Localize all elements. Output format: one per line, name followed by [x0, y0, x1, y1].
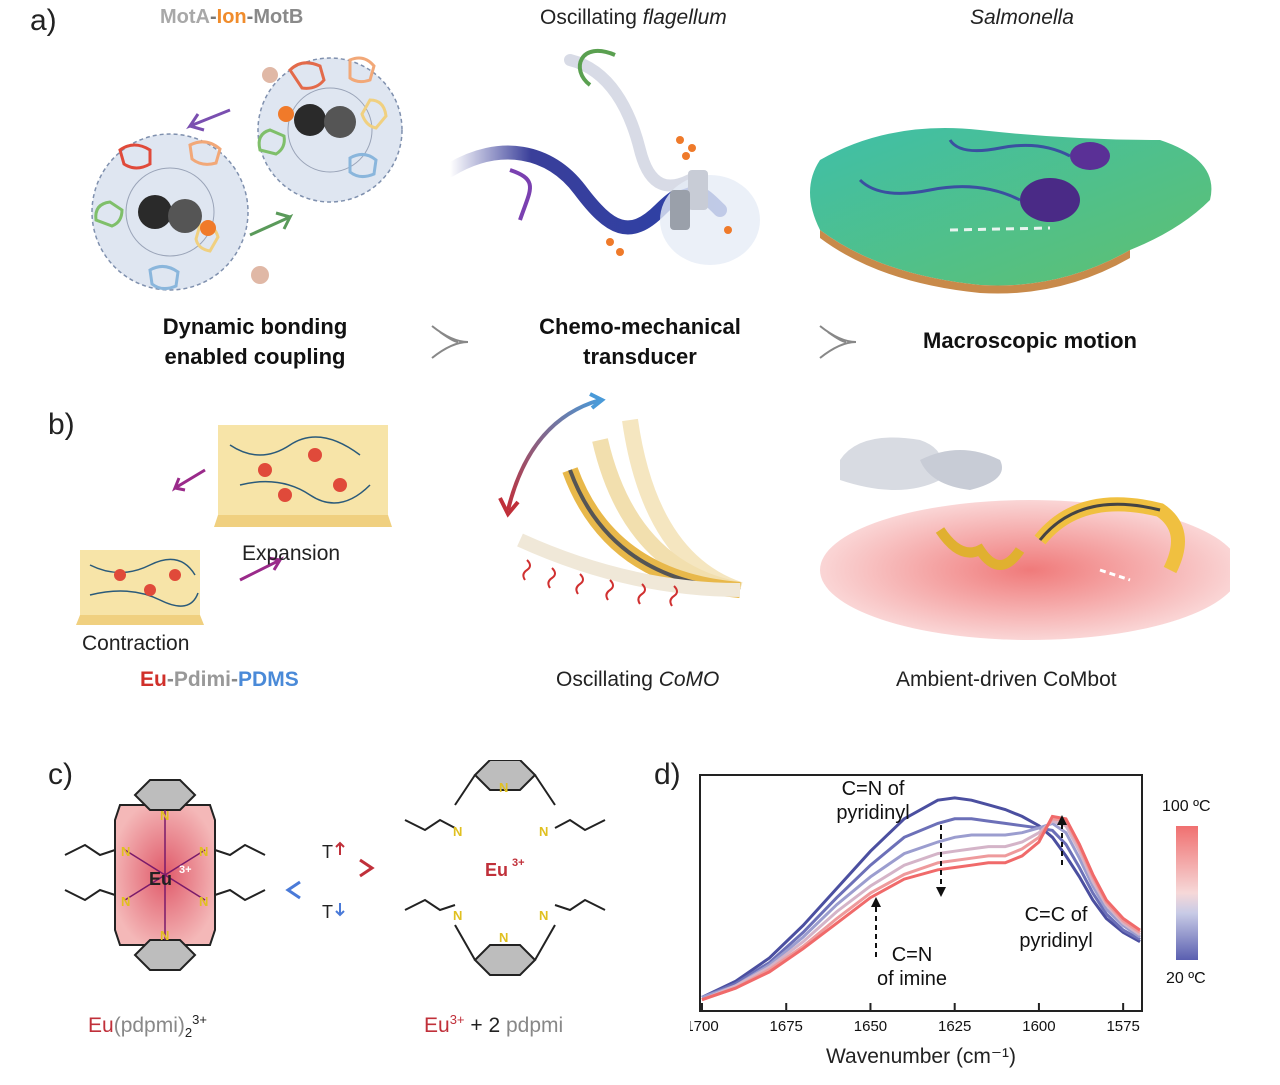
spectrum-line-65c [701, 819, 1141, 1002]
expansion-label: Expansion [242, 542, 341, 565]
flow-arrow-1 [431, 325, 469, 359]
n-atom: N [539, 824, 548, 839]
x-axis-ticks: 1700 1675 1650 1625 1600 1575 [690, 1003, 1140, 1035]
free-ion-formula-caption: Eu3+ + 2 pdpmi [424, 1012, 564, 1037]
complex-center-charge: 3+ [179, 864, 192, 876]
n-atom: N [453, 908, 462, 923]
combot-illustration [820, 437, 1230, 640]
annotation-cc-pyridinyl-2: pyridinyl [1019, 930, 1092, 952]
salmonella-illustration [810, 128, 1212, 294]
exchange-arrow-upper [186, 108, 231, 132]
temp-down-arrow-icon [335, 903, 345, 917]
annotation-cn-imine-2: of imine [877, 968, 947, 990]
panel-b-letter: b) [48, 408, 75, 441]
oscillating-como-title: Oscillating CoMO [556, 668, 720, 691]
oscillating-como-illustration [498, 392, 743, 607]
annotation-cc-pyridinyl-1: C=C of [1025, 904, 1088, 926]
spectrum-line-20c [701, 796, 1141, 999]
ftir-spectrum-chart: 1700 1675 1650 1625 1600 1575 Wavenumber (cm⁻… [690, 774, 1143, 1068]
oscillating-flagellum-title: Oscillating flagellum [540, 6, 727, 29]
n-atom: N [121, 844, 130, 859]
n-atom: N [199, 894, 208, 909]
x-tick-label: 1700 [690, 1018, 719, 1035]
flagellum-illustration [443, 48, 760, 265]
x-axis-label: Wavenumber (cm⁻¹) [826, 1045, 1016, 1068]
colorbar-top-label: 100 ºC [1162, 798, 1211, 815]
spectrum-line-100c [701, 814, 1141, 1002]
spectrum-curves [701, 796, 1141, 1002]
complex-center-label: Eu [149, 869, 172, 889]
temp-up-arrow-icon [335, 841, 345, 855]
n-atom: N [199, 844, 208, 859]
combot-title: Ambient-driven CoMbot [896, 668, 1117, 691]
spectrum-line-50c [701, 821, 1141, 999]
x-tick-label: 1650 [854, 1018, 887, 1035]
free-eu-ion-charge: 3+ [512, 857, 525, 869]
complex-equilibrium-diagram: Eu 3+ N N N N N N T T N N N Eu 3+ N N N [64, 760, 606, 976]
annotation-cn-pyridinyl-1: C=N of [842, 778, 905, 800]
n-atom: N [499, 930, 508, 945]
down-arrow-icon [936, 887, 946, 897]
x-tick-label: 1575 [1106, 1018, 1139, 1035]
up-arrow-icon [871, 897, 881, 907]
n-atom: N [453, 824, 462, 839]
annotation-cn-imine-1: C=N [892, 944, 933, 966]
spectrum-line-35c [701, 817, 1141, 999]
panel-a-letter: a) [30, 4, 57, 37]
temperature-colorbar [1176, 826, 1198, 960]
polymer-network-illustration [76, 425, 392, 625]
up-arrow-icon [1057, 815, 1067, 825]
panel-c-letter: c) [48, 758, 73, 791]
salmonella-title: Salmonella [970, 6, 1074, 29]
temp-up-label: T [322, 842, 333, 862]
x-tick-label: 1675 [770, 1018, 803, 1035]
panel-d-letter: d) [654, 758, 681, 791]
temp-down-label: T [322, 902, 333, 922]
caption-macroscopic-motion: Macroscopic motion [923, 328, 1137, 353]
motor-unit-lower [91, 133, 249, 291]
contraction-label: Contraction [82, 632, 190, 655]
n-atom: N [160, 808, 169, 823]
mota-ion-motb-label: MotA-Ion-MotB [160, 6, 304, 28]
n-atom: N [121, 894, 130, 909]
n-atom: N [499, 780, 508, 795]
n-atom: N [539, 908, 548, 923]
exchange-arrow-lower [249, 211, 294, 237]
annotation-cn-pyridinyl-2: pyridinyl [836, 802, 909, 824]
complex-formula-caption: Eu(pdpmi)23+ [88, 1012, 207, 1041]
free-eu-ion-label: Eu [485, 860, 508, 880]
colorbar-bottom-label: 20 ºC [1166, 970, 1206, 987]
x-tick-label: 1625 [938, 1018, 971, 1035]
eu-pdimi-pdms-label: Eu-Pdimi-PDMS [140, 668, 299, 691]
plot-frame [699, 774, 1143, 1012]
flow-arrow-2 [819, 325, 857, 359]
motor-unit-illustration [91, 56, 403, 291]
n-atom: N [160, 928, 169, 943]
x-tick-label: 1600 [1022, 1018, 1055, 1035]
motor-unit-upper [257, 56, 403, 203]
